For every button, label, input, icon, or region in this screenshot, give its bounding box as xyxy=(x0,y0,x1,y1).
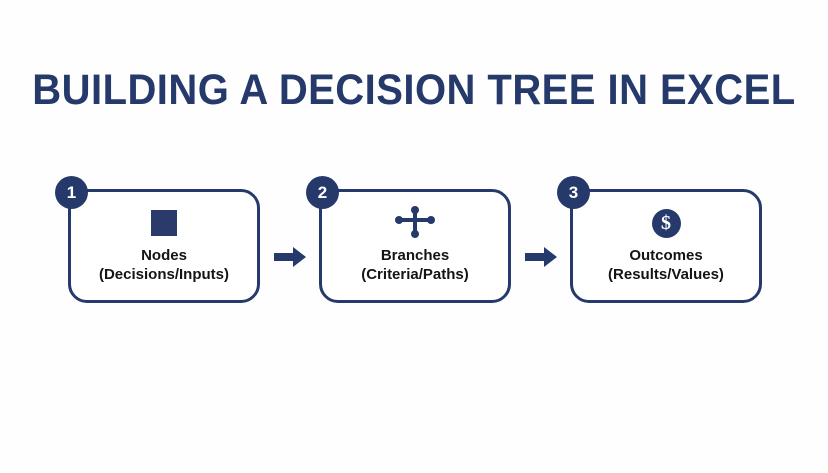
step-icon-slot xyxy=(392,206,438,240)
step-card-nodes[interactable]: 1 Nodes (Decisions/Inputs) xyxy=(55,176,260,303)
flow-connector-1 xyxy=(273,242,307,272)
step-number-badge: 2 xyxy=(306,176,339,209)
step-title: Nodes xyxy=(141,247,187,264)
step-card-outcomes[interactable]: 3 $ Outcomes (Results/Values) xyxy=(557,176,762,303)
dollar-circle-icon: $ xyxy=(651,208,681,238)
arrow-right-icon xyxy=(524,247,557,267)
branch-cross-icon xyxy=(395,206,435,238)
step-title: Outcomes xyxy=(629,247,703,264)
step-card-branches[interactable]: 2 Branches (Criteria/Paths) xyxy=(306,176,511,303)
arrow-right-icon xyxy=(273,247,306,267)
step-icon-slot: $ xyxy=(651,206,681,240)
step-number-badge: 3 xyxy=(557,176,590,209)
step-title: Branches xyxy=(380,247,450,264)
step-subtitle: (Results/Values) xyxy=(608,266,724,283)
flow-connector-2 xyxy=(524,242,558,272)
step-subtitle: (Decisions/Inputs) xyxy=(98,266,229,283)
step-icon-slot xyxy=(151,206,177,240)
step-number-badge: 1 xyxy=(55,176,88,209)
process-flow: 1 Nodes (Decisions/Inputs) 2 xyxy=(55,176,762,304)
step-subtitle: (Criteria/Paths) xyxy=(361,266,469,283)
filled-square-icon xyxy=(151,210,177,236)
page-title: BUILDING A DECISION TREE IN EXCEL xyxy=(32,66,796,114)
